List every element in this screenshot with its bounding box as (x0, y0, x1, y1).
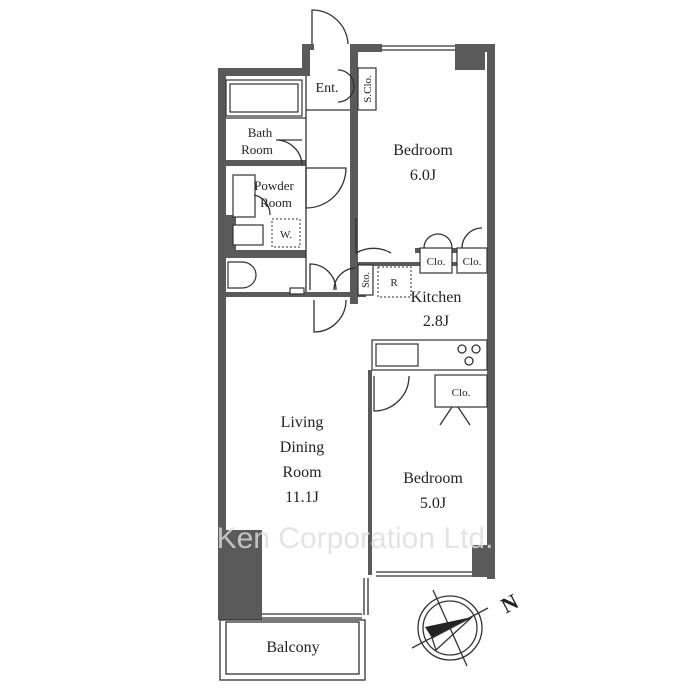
label-kitchen-size: 2.8J (423, 313, 449, 330)
compass-icon: N (411, 589, 523, 667)
label-shoe-closet: S.Clo. (362, 75, 374, 103)
label-balcony: Balcony (266, 639, 319, 656)
label-living-room: Room (282, 464, 322, 481)
label-washer: W. (280, 229, 292, 241)
label-kitchen: Kitchen (411, 289, 462, 306)
label-closet-c: Clo. (452, 387, 471, 399)
label-refrigerator: R (390, 277, 398, 289)
label-living: Living (281, 414, 324, 431)
label-closet-b: Clo. (463, 256, 482, 268)
label-storage: Sto. (361, 272, 372, 288)
label-bedroom1: Bedroom (393, 142, 453, 159)
balcony-inner-outline (225, 621, 360, 675)
label-entrance: Ent. (316, 81, 339, 96)
balcony-outline (219, 619, 366, 681)
label-closet-a: Clo. (427, 256, 446, 268)
door-swings (253, 9, 483, 426)
label-bath: Bath (248, 125, 273, 140)
windows (262, 45, 472, 619)
north-label: N (497, 589, 523, 619)
label-living-size: 11.1J (285, 489, 319, 506)
watermark: Ken Corporation Ltd. (217, 522, 494, 555)
label-bedroom1-size: 6.0J (410, 167, 436, 184)
room-labels: Ent. S.Clo. Bath Room Powder Room W. Bed… (241, 75, 481, 656)
label-dining: Dining (280, 439, 324, 456)
label-bedroom2: Bedroom (403, 470, 463, 487)
label-bedroom2-size: 5.0J (420, 495, 446, 512)
label-powder-room: Room (260, 195, 292, 210)
label-powder: Powder (254, 178, 294, 193)
label-bath-room: Room (241, 142, 273, 157)
